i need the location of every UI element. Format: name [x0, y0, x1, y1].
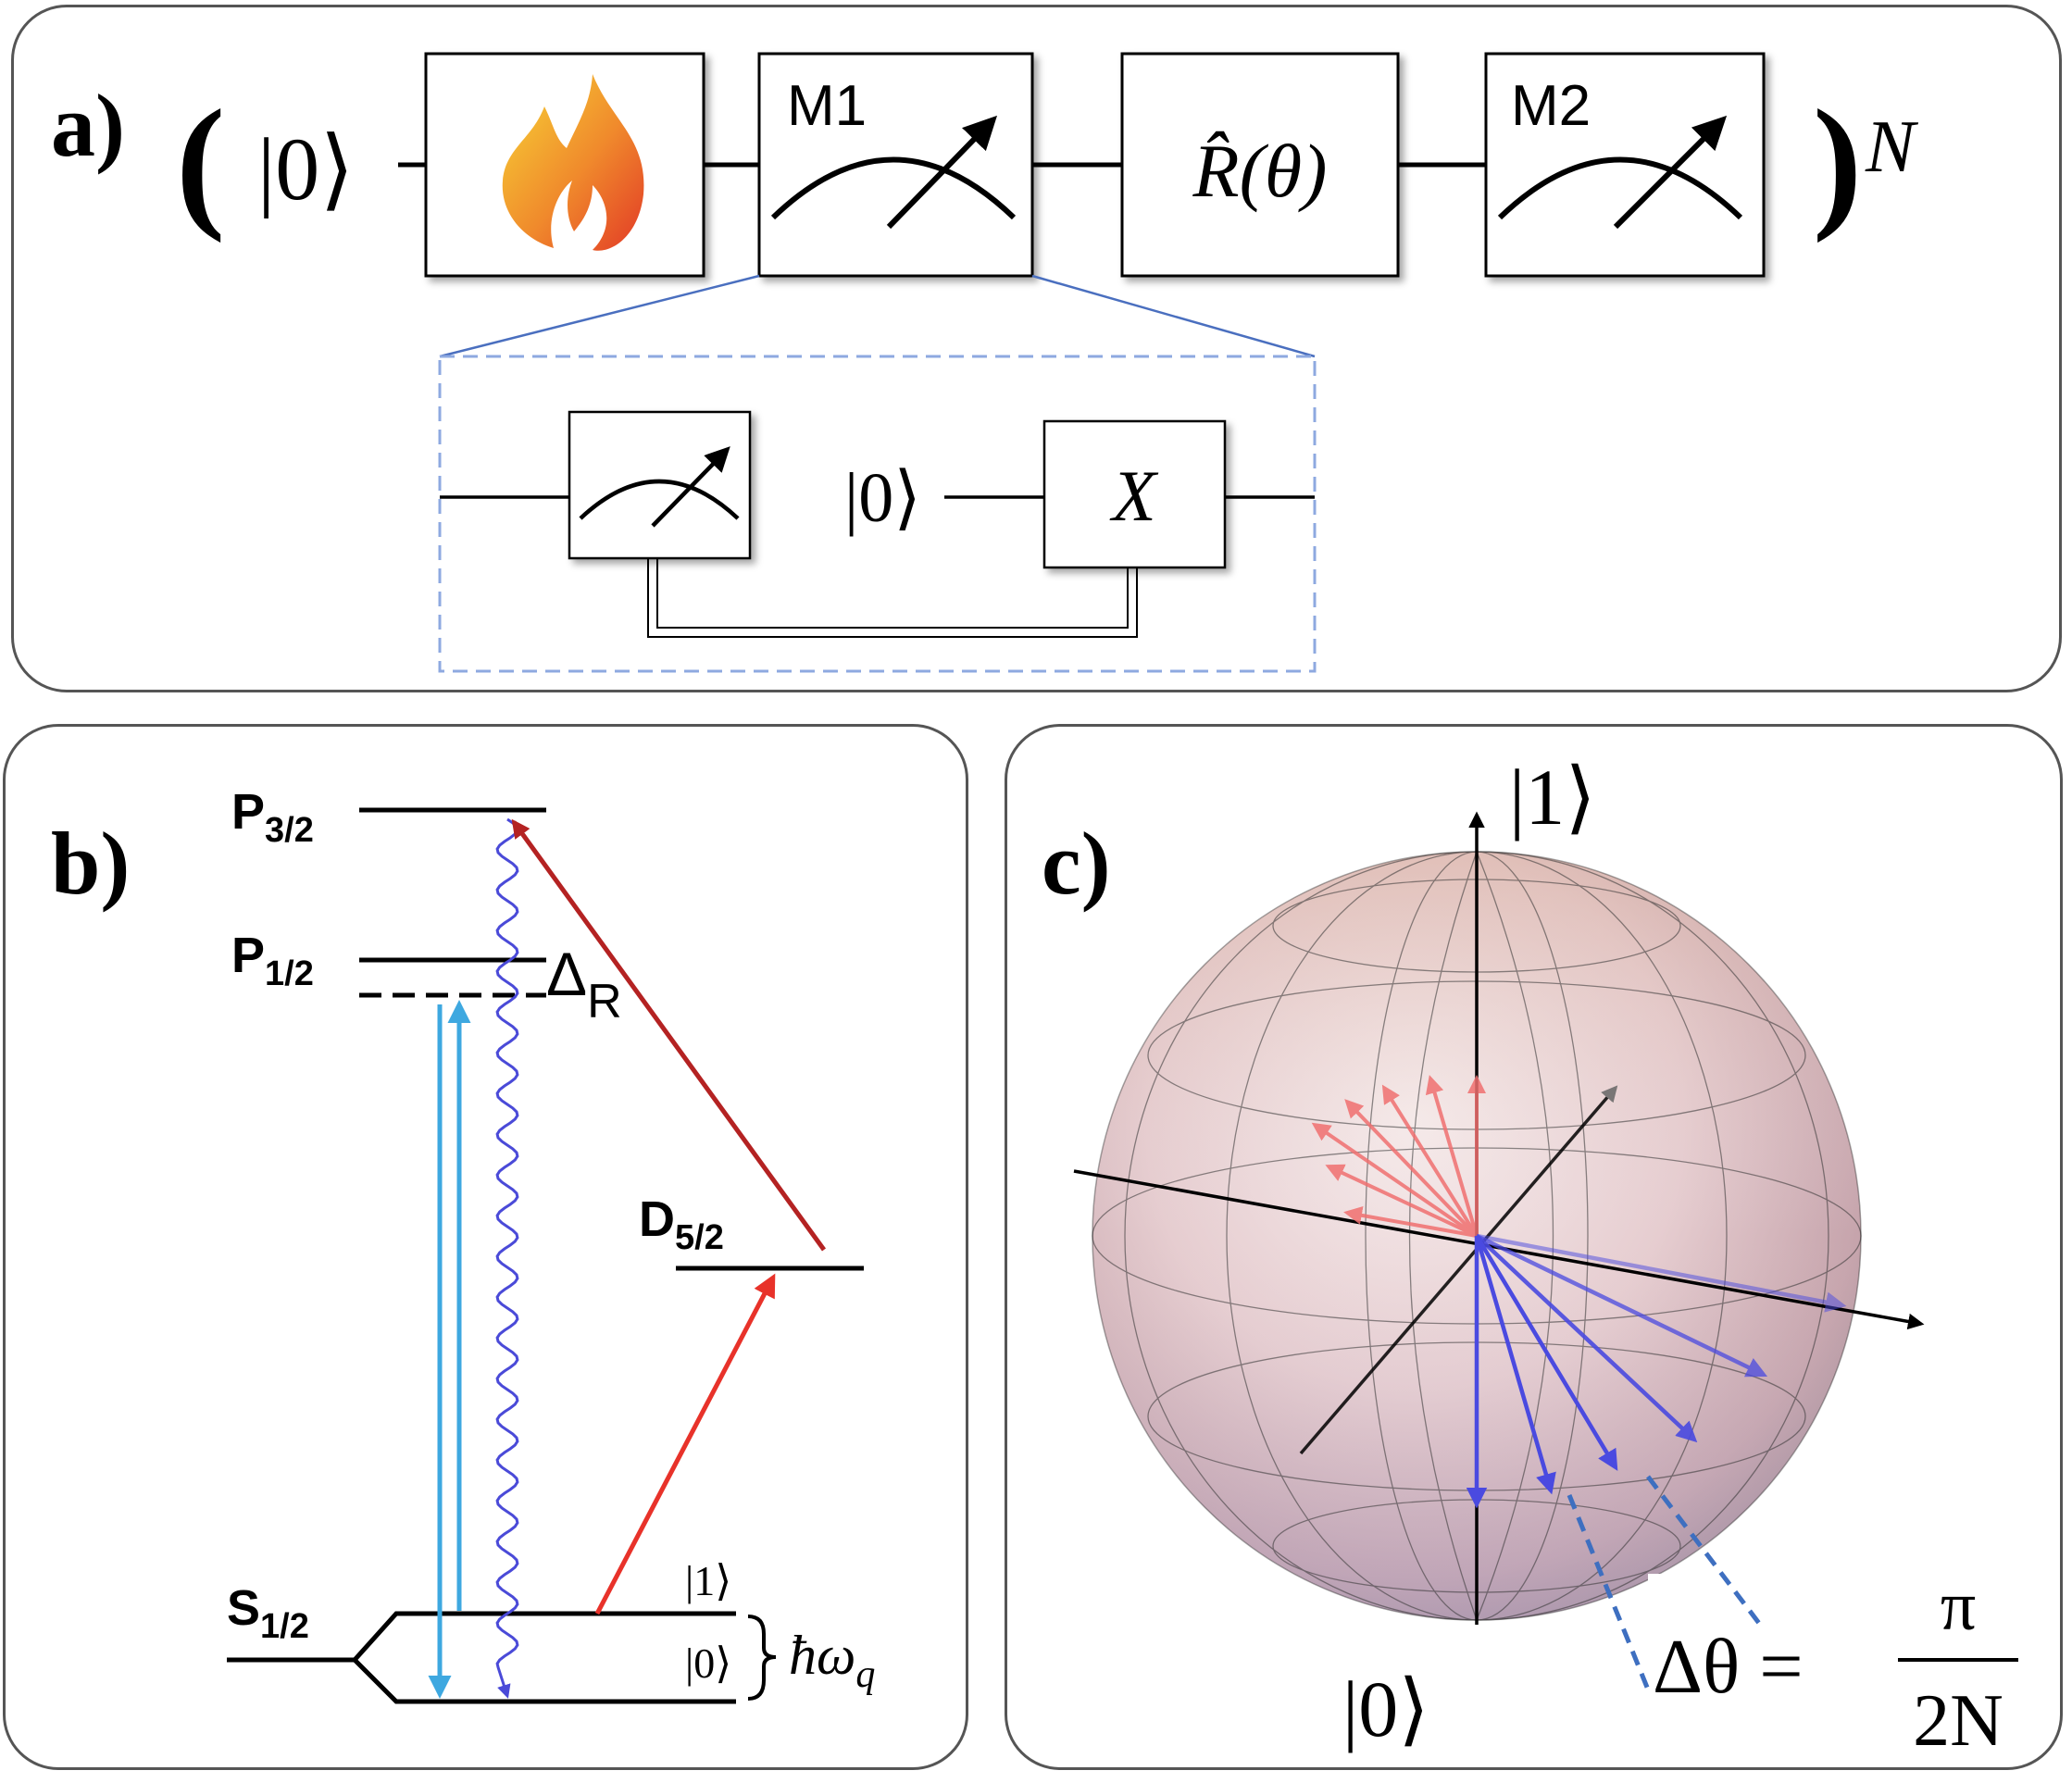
inset-x-gate [1042, 419, 1227, 569]
ket-zero-south: |0⟩ [1342, 1665, 1429, 1753]
meter-icon [579, 446, 740, 528]
meter-icon [770, 115, 1017, 230]
upper-state-vectors [1311, 1075, 1486, 1238]
close-paren: ) [1813, 79, 1862, 243]
panel-b-label: b) [51, 814, 130, 913]
repump-arrow [511, 818, 827, 1252]
level-s12 [227, 1611, 736, 1704]
ket-one-north: |1⟩ [1509, 753, 1596, 842]
panel-a-label: a) [51, 76, 125, 175]
measurement-gate-m2 [1484, 52, 1766, 278]
level-p12-label: P1/2 [231, 928, 314, 993]
rotation-gate [1120, 52, 1400, 278]
m1-label: M1 [787, 74, 867, 138]
panel-a-diagram: a) ( |0⟩ M1 R̂(θ) M2 ) N |0⟩ X [51, 52, 1919, 673]
flame-icon [502, 74, 644, 251]
d-transition-arrow [594, 1273, 776, 1615]
panel-b-diagram: b) P3/2 P1/2 ΔR D5/2 S1/2 |1⟩ |0⟩ ħωq [51, 784, 875, 1704]
open-paren: ( [176, 79, 225, 243]
classical-control-wire [647, 558, 1138, 638]
ket-zero-label: |0⟩ [685, 1640, 731, 1687]
meter-icon [1497, 115, 1743, 230]
angle-bracket [1566, 1475, 1766, 1690]
inset-reset-ket: |0⟩ [844, 459, 921, 537]
spontaneous-decay [495, 817, 519, 1699]
repeat-exponent: N [1865, 106, 1919, 188]
measurement-gate-m1 [757, 52, 1034, 278]
splitting-bracket [747, 1615, 777, 1701]
fraction-denominator: 2N [1913, 1680, 2003, 1762]
splitting-label: ħωq [789, 1625, 875, 1696]
m2-label: M2 [1511, 74, 1591, 138]
detuning-label: ΔR [546, 940, 622, 1029]
lower-state-vectors [1466, 1233, 1847, 1509]
input-state-ket: |0⟩ [257, 119, 355, 218]
panel-c-label: c) [1042, 814, 1111, 913]
delta-theta-label: Δθ = [1653, 1624, 1804, 1710]
panel-b [3, 724, 968, 1770]
fraction-numerator: π [1941, 1567, 1976, 1645]
m1-inset [438, 355, 1317, 673]
inset-measurement-box [568, 410, 752, 560]
level-p32-label: P3/2 [231, 784, 314, 850]
x-gate-label: X [1109, 455, 1159, 536]
level-d52-label: D5/2 [639, 1191, 724, 1257]
x-axis [1299, 1085, 1618, 1455]
level-s12-label: S1/2 [227, 1580, 309, 1646]
ket-one-label: |1⟩ [685, 1557, 731, 1604]
rotation-gate-label: R̂(θ) [1192, 129, 1328, 213]
